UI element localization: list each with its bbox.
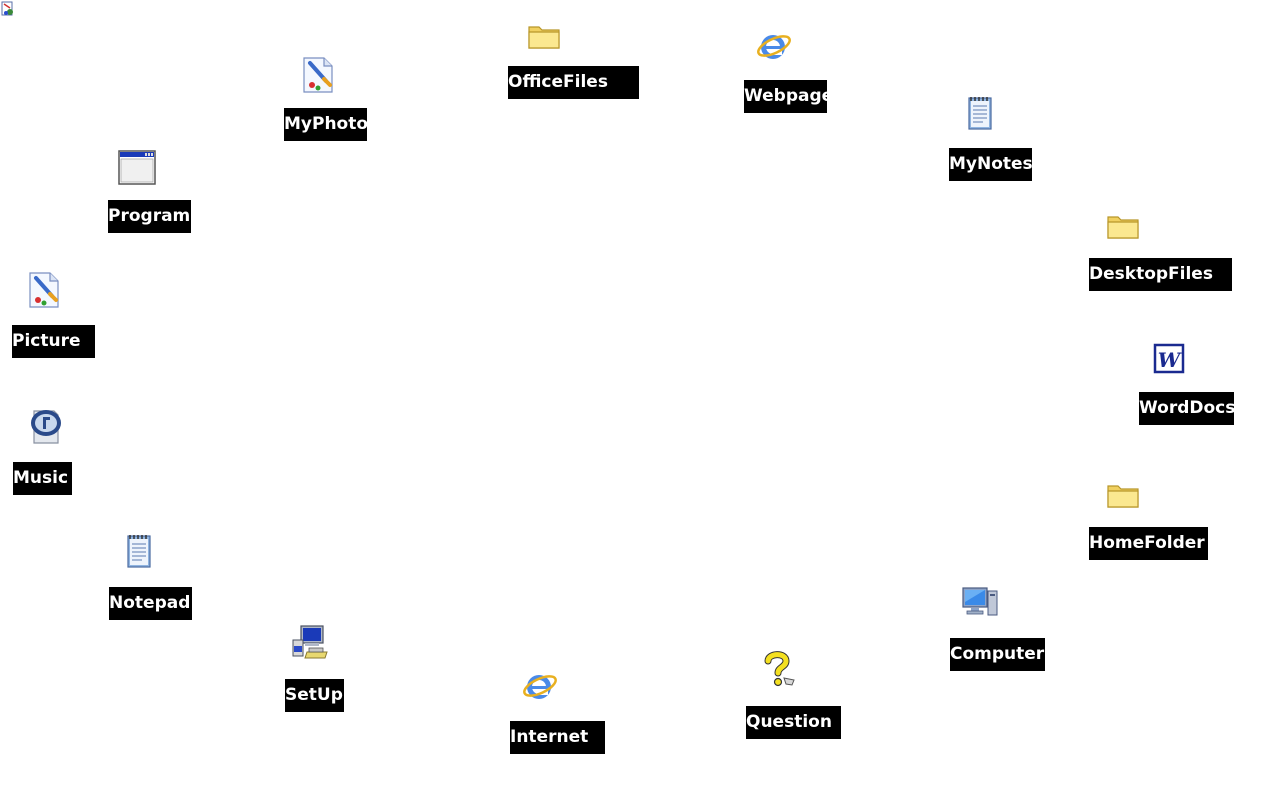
computer-icon xyxy=(960,582,1000,622)
desktop-icon-picture[interactable]: Picture xyxy=(12,270,95,358)
desktop-icon-label: Question xyxy=(746,706,841,739)
desktop-icon-label: Internet xyxy=(510,721,605,754)
desktop-icon-label: HomeFolder xyxy=(1089,527,1208,560)
desktop-icon-label: WordDocs xyxy=(1139,392,1234,425)
desktop-icon-label: Music xyxy=(13,462,72,495)
folder-icon xyxy=(524,16,564,56)
word-document-icon: W xyxy=(1150,339,1190,379)
desktop-icon-label: MyNotes xyxy=(949,148,1032,181)
desktop-icon-myphoto[interactable]: MyPhoto xyxy=(284,55,367,141)
desktop-icon-program[interactable]: Program xyxy=(108,146,191,233)
desktop-icon-homefolder[interactable]: HomeFolder xyxy=(1089,475,1208,560)
desktop-icon-label: DesktopFiles xyxy=(1089,258,1232,291)
desktop-icon-label: Computer xyxy=(950,638,1045,671)
desktop-icon-question[interactable]: Question xyxy=(746,648,841,739)
media-player-icon xyxy=(26,405,66,445)
desktop-icon-computer[interactable]: Computer xyxy=(950,582,1045,671)
tray-app-icon[interactable] xyxy=(0,0,18,18)
program-window-icon xyxy=(117,148,157,188)
desktop-icon-worddocs[interactable]: W WordDocs xyxy=(1139,339,1234,425)
svg-text:W: W xyxy=(1158,348,1183,372)
desktop-icon-music[interactable]: Music xyxy=(13,405,72,495)
paint-file-icon xyxy=(24,270,64,310)
desktop-icon-label: Picture xyxy=(12,325,95,358)
desktop-icon-mynotes[interactable]: MyNotes xyxy=(949,93,1032,181)
desktop-icon-label: MyPhoto xyxy=(284,108,367,141)
desktop-icon-setup[interactable]: SetUp xyxy=(285,622,344,712)
desktop-icon-internet[interactable]: Internet xyxy=(510,666,605,754)
desktop-icon-label: Program xyxy=(108,200,191,233)
help-question-icon xyxy=(758,648,798,688)
desktop-icon-notepad[interactable]: Notepad xyxy=(109,531,192,620)
desktop-icon-webpage[interactable]: Webpage xyxy=(744,26,827,113)
desktop-icon-label: Notepad xyxy=(109,587,192,620)
internet-explorer-icon xyxy=(754,26,794,66)
desktop-icon-desktopfiles[interactable]: DesktopFiles xyxy=(1089,206,1232,291)
folder-icon xyxy=(1103,475,1143,515)
internet-explorer-icon xyxy=(520,666,560,706)
desktop-icon-officefiles[interactable]: OfficeFiles xyxy=(508,14,639,99)
paint-file-icon xyxy=(298,55,338,95)
setup-icon xyxy=(291,622,331,662)
desktop-icon-label: SetUp xyxy=(285,679,344,712)
desktop-icon-label: Webpage xyxy=(744,80,827,113)
notepad-icon xyxy=(120,531,160,571)
folder-icon xyxy=(1103,206,1143,246)
notepad-icon xyxy=(961,93,1001,133)
desktop-icon-label: OfficeFiles xyxy=(508,66,639,99)
